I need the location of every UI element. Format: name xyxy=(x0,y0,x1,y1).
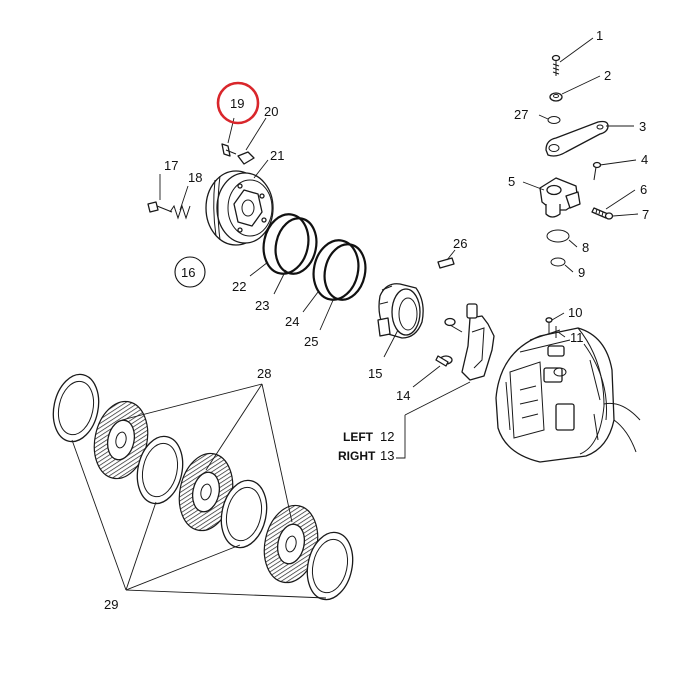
callout-14: 14 xyxy=(396,388,410,403)
callout-5: 5 xyxy=(508,174,515,189)
callout-19: 19 xyxy=(230,96,244,111)
callout-17: 17 xyxy=(164,158,178,173)
piston-hub-part-16 xyxy=(205,170,274,246)
callout-29: 29 xyxy=(104,597,118,612)
callout-24: 24 xyxy=(285,314,299,329)
screw-part-1 xyxy=(551,54,561,76)
bolt-part-6 xyxy=(591,207,609,219)
steel-plate-29d xyxy=(306,531,354,601)
clutch-disc-stack xyxy=(52,373,354,601)
callout-20: 20 xyxy=(264,104,278,119)
callout-13: 13 xyxy=(380,448,394,463)
callout-23: 23 xyxy=(255,298,269,313)
steel-plate-29c xyxy=(220,479,268,549)
seal-ring-part-25 xyxy=(323,243,367,301)
seal-ring-part-22 xyxy=(262,213,310,275)
side-label-left: LEFT xyxy=(343,430,374,444)
callout-12: 12 xyxy=(380,429,394,444)
bolt-part-17 xyxy=(147,201,173,213)
callout-4: 4 xyxy=(641,152,648,167)
screw-part-19 xyxy=(221,143,237,157)
friction-disc-28b xyxy=(178,452,234,532)
steel-plate-29a xyxy=(52,373,100,443)
oring-part-27 xyxy=(547,116,561,124)
callout-11: 11 xyxy=(570,330,584,345)
callout-27: 27 xyxy=(514,107,528,122)
steel-plate-29b xyxy=(136,435,184,505)
callout-10: 10 xyxy=(568,305,582,320)
oring-part-9 xyxy=(550,257,566,267)
friction-disc-28c xyxy=(263,504,319,584)
callout-9: 9 xyxy=(578,265,585,280)
highlight-circle-19 xyxy=(216,81,260,125)
callout-25: 25 xyxy=(304,334,318,349)
yoke-part-5 xyxy=(539,177,581,218)
callout-16-circle xyxy=(174,256,206,288)
seal-ring-part-24 xyxy=(312,239,360,301)
seal-ring-part-23 xyxy=(274,217,318,275)
washer-part-7 xyxy=(604,212,614,220)
callout-7: 7 xyxy=(642,207,649,222)
bolt-part-10 xyxy=(545,317,553,334)
callout-21: 21 xyxy=(270,148,284,163)
callout-1: 1 xyxy=(596,28,603,43)
leader-lines xyxy=(71,37,639,599)
callout-6: 6 xyxy=(640,182,647,197)
lever-arm-part-3 xyxy=(545,120,609,157)
pin-part-26 xyxy=(437,257,455,269)
seal-housing-part-15 xyxy=(377,283,424,339)
callout-2: 2 xyxy=(604,68,611,83)
friction-disc-28a xyxy=(93,400,149,480)
transmission-housing xyxy=(495,327,641,463)
callout-28: 28 xyxy=(257,366,271,381)
nut-part-2 xyxy=(549,92,563,102)
sleeve-part-20 xyxy=(237,151,255,165)
spring-part-18 xyxy=(169,204,191,220)
bolt-part-14 xyxy=(435,355,449,367)
callout-8: 8 xyxy=(582,240,589,255)
side-label-right: RIGHT xyxy=(338,449,376,463)
callout-22: 22 xyxy=(232,279,246,294)
arm-part-12-13 xyxy=(439,303,495,381)
oring-part-8 xyxy=(546,229,570,243)
callout-16: 16 xyxy=(181,265,195,280)
callout-26: 26 xyxy=(453,236,467,251)
callout-15: 15 xyxy=(368,366,382,381)
bolt-part-4 xyxy=(592,161,602,181)
callout-3: 3 xyxy=(639,119,646,134)
callout-labels: 1 2 27 3 4 5 6 7 8 9 10 11 26 15 14 LEFT… xyxy=(104,28,649,612)
callout-18: 18 xyxy=(188,170,202,185)
